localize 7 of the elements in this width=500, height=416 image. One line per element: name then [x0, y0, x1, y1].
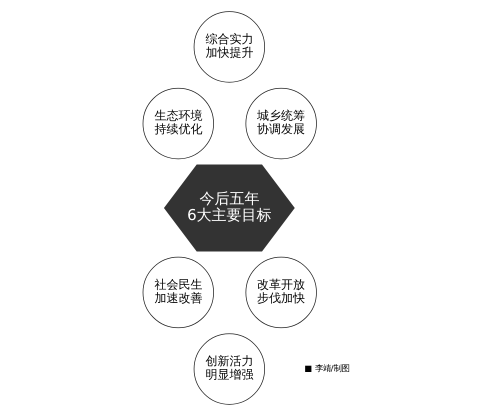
node-circle: 创新活力明显增强 — [194, 333, 266, 405]
node-circle: 综合实力加快提升 — [194, 11, 266, 83]
label: ■ 李靖/制图 — [304, 363, 350, 374]
node-circle: 社会民生加速改善 — [142, 256, 214, 328]
node-circle: 生态环境持续优化 — [142, 88, 214, 160]
node-circle: 改革开放步伐加快 — [246, 256, 317, 328]
node-circle: 城乡统筹协调发展 — [246, 88, 317, 160]
